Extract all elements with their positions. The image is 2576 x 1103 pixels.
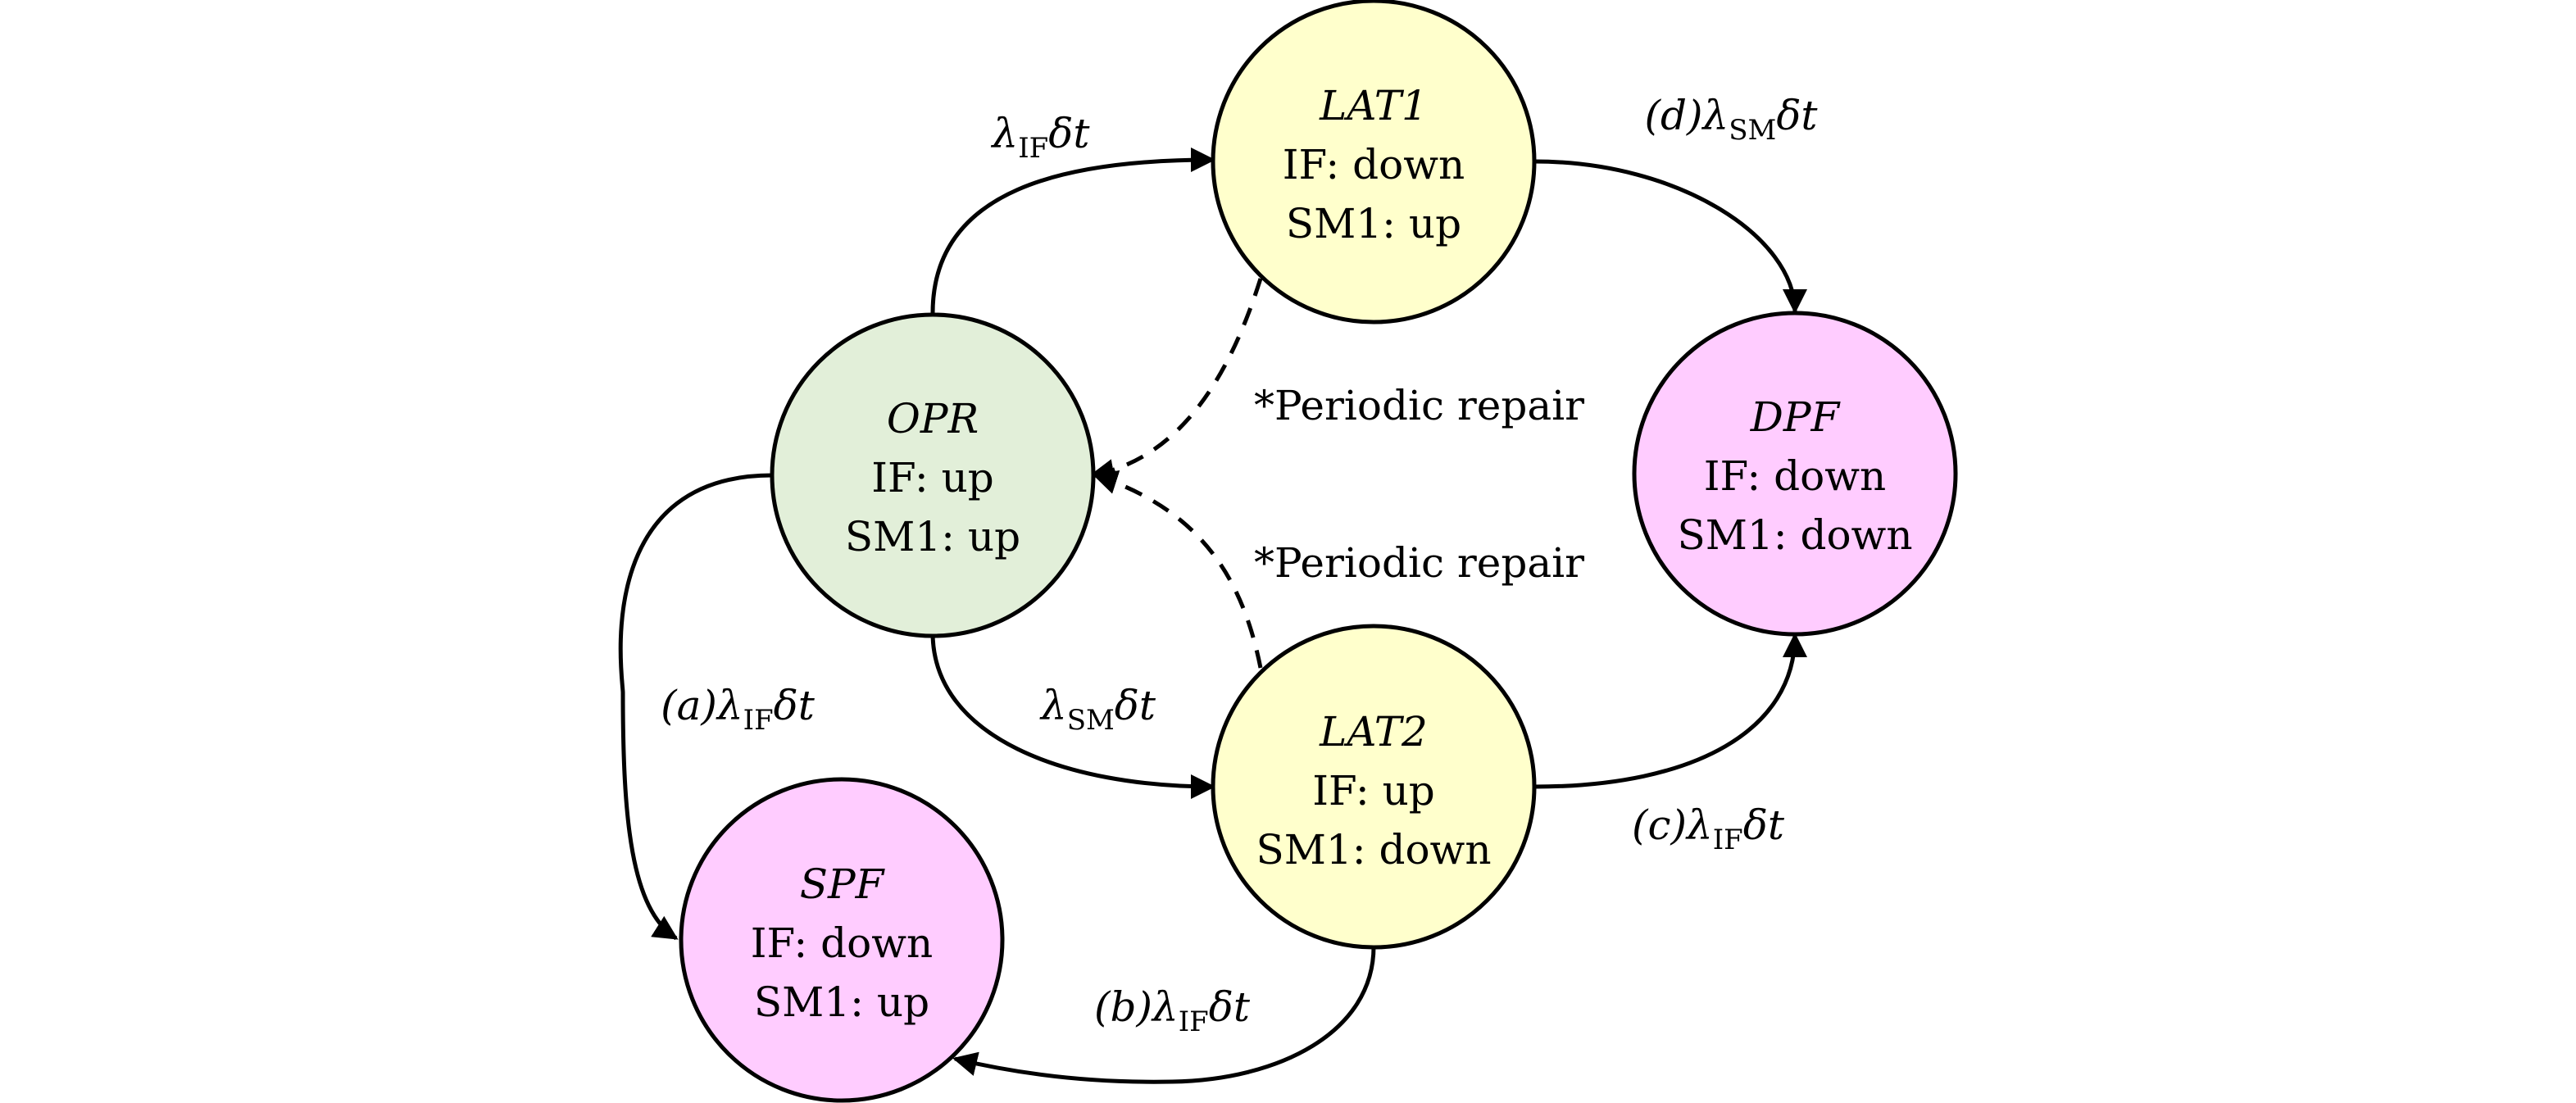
edge-lat2-to-dpf <box>1533 633 1807 789</box>
node-opr-circle <box>770 312 1096 638</box>
node-opr-sm1-status: SM1: up <box>845 513 1020 561</box>
node-opr: OPR IF: up SM1: up <box>770 312 1096 638</box>
repair-label-lat1: *Periodic repair <box>1254 382 1584 429</box>
edge-lat1-to-dpf <box>1533 159 1807 314</box>
repair-label-lat2: *Periodic repair <box>1254 539 1584 587</box>
node-spf-sm1-status: SM1: up <box>754 978 929 1026</box>
edge-label-lat2-dpf: (c)λIFδt <box>1632 801 1785 856</box>
node-dpf-if-status: IF: down <box>1704 452 1887 500</box>
edge-label-opr-spf: (a)λIFδt <box>661 682 816 737</box>
node-dpf-sm1-status: SM1: down <box>1677 511 1912 559</box>
node-lat1-if-status: IF: down <box>1283 141 1465 188</box>
edge-label-lat1-dpf: (d)λSMδt <box>1644 92 1818 147</box>
node-spf-title: SPF <box>800 860 886 908</box>
node-lat2-sm1-status: SM1: down <box>1256 826 1491 874</box>
node-lat1-title: LAT1 <box>1319 82 1428 129</box>
node-lat1-circle <box>1211 0 1537 325</box>
edge-lat2-repair-to-opr <box>1093 470 1263 669</box>
node-dpf-title: DPF <box>1750 393 1842 441</box>
node-lat2-circle <box>1211 624 1537 950</box>
node-dpf-circle <box>1632 311 1958 637</box>
node-spf-circle <box>679 777 1005 1103</box>
node-opr-title: OPR <box>887 395 979 443</box>
edge-opr-to-lat1 <box>930 148 1215 314</box>
edge-label-opr-lat2: λSMδt <box>1039 682 1156 737</box>
node-lat2-if-status: IF: up <box>1312 767 1435 815</box>
node-lat1: LAT1 IF: down SM1: up <box>1211 0 1537 325</box>
edge-lat1-repair-to-opr <box>1089 278 1263 483</box>
edge-lat2-to-spf <box>952 946 1376 1084</box>
node-opr-if-status: IF: up <box>871 454 994 502</box>
edge-opr-to-lat2 <box>930 632 1215 799</box>
node-spf-if-status: IF: down <box>751 919 934 967</box>
node-lat1-sm1-status: SM1: up <box>1286 200 1461 247</box>
edge-label-opr-lat1: λIFδt <box>991 110 1091 165</box>
node-dpf: DPF IF: down SM1: down <box>1632 311 1958 637</box>
node-lat2-title: LAT2 <box>1319 708 1428 756</box>
edge-opr-to-spf <box>618 473 773 941</box>
node-lat2: LAT2 IF: up SM1: down <box>1211 624 1537 950</box>
edge-label-lat2-spf: (b)λIFδt <box>1094 983 1251 1038</box>
node-spf: SPF IF: down SM1: up <box>679 777 1005 1103</box>
